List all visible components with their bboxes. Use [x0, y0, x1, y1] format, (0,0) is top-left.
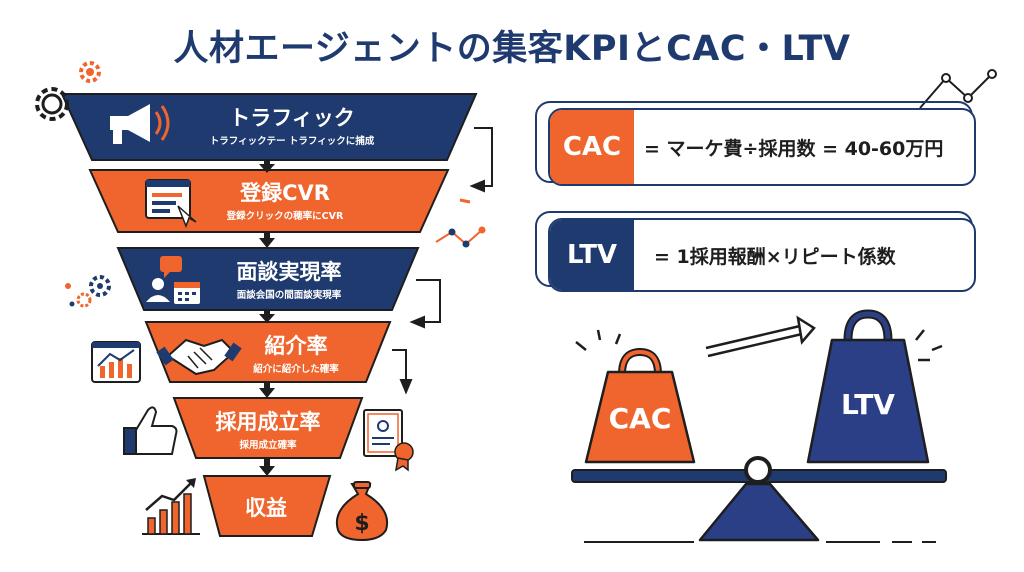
ltv-formula-text: = 1採用報酬×リピート係数 [654, 245, 896, 268]
svg-text:$: $ [354, 511, 369, 536]
funnel-band-revenue [202, 475, 332, 537]
funnel-stage-subtitle: 採用成立確率 [239, 440, 297, 451]
funnel-stage-subtitle: 登録クリックの穂率にCVR [226, 211, 344, 222]
cac-tag: CAC [550, 110, 634, 184]
gear-icon [35, 61, 101, 121]
funnel-stage-traffic: トラフィック トラフィックテー トラフィックに捕成 [196, 102, 388, 147]
funnel-stage-subtitle: 面談会国の間面談実現率 [236, 290, 342, 301]
ltv-weight [806, 309, 930, 464]
ltv-weight-label: LTV [841, 388, 895, 421]
thumbs-up-icon [123, 406, 178, 455]
orange-line-icon [435, 226, 486, 248]
funnel-band-hiring [172, 397, 364, 459]
line-chart-icon [91, 341, 141, 383]
funnel-stage-subtitle: 紹介に紹介した確率 [253, 364, 339, 375]
cac-weight [584, 347, 696, 464]
funnel-stage-title: 収益 [245, 496, 287, 520]
handshake-icon [156, 338, 242, 376]
upward-arrow-icon [705, 315, 816, 358]
megaphone-icon [110, 104, 170, 144]
cac-sparkle [575, 329, 622, 351]
bar-chart-icon [142, 478, 200, 535]
funnel-stage-subtitle: トラフィックテー トラフィックに捕成 [209, 136, 375, 147]
ltv-sparkle [915, 329, 943, 362]
page-title: 人材エージェントの集客KPIとCAC・LTV [173, 29, 851, 69]
decor-dash [459, 198, 471, 204]
cac-formula-text: = マーケ費÷採用数 = 40-60万円 [644, 137, 944, 160]
funnel-stage-referral: 紹介率 紹介に紹介した確率 [236, 330, 356, 375]
cac-formula-box: CAC = マーケ費÷採用数 = 40-60万円 [548, 108, 976, 186]
funnel-side-arrows [392, 127, 493, 395]
small-gears-icon [65, 275, 111, 308]
funnel-stage-revenue: 収益 [216, 492, 316, 522]
funnel-stage-title: 登録CVR [240, 181, 330, 205]
funnel-stage-title: 面談実現率 [236, 260, 342, 284]
funnel-stage-hiring: 採用成立率 採用成立確率 [198, 406, 338, 451]
funnel-stage-title: 採用成立率 [215, 410, 321, 434]
funnel-stage-interview: 面談実現率 面談会国の間面談実現率 [206, 256, 372, 301]
ltv-tag: LTV [550, 220, 634, 290]
scale-pivot [744, 456, 772, 484]
certificate-icon [363, 409, 414, 472]
trend-line-icon [919, 69, 997, 109]
funnel-stage-title: 紹介率 [264, 334, 328, 358]
ltv-formula-box: LTV = 1採用報酬×リピート係数 [548, 218, 976, 292]
scale-fulcrum [698, 482, 820, 542]
funnel-stage-title: トラフィック [229, 106, 355, 130]
cac-weight-label: CAC [608, 402, 672, 435]
funnel-stage-registration: 登録CVR 登録クリックの穂率にCVR [200, 177, 370, 222]
money-bag-icon: $ [336, 481, 388, 542]
funnel-down-arrows [259, 160, 275, 476]
interview-calendar-icon [146, 256, 200, 304]
web-form-icon [145, 179, 197, 229]
